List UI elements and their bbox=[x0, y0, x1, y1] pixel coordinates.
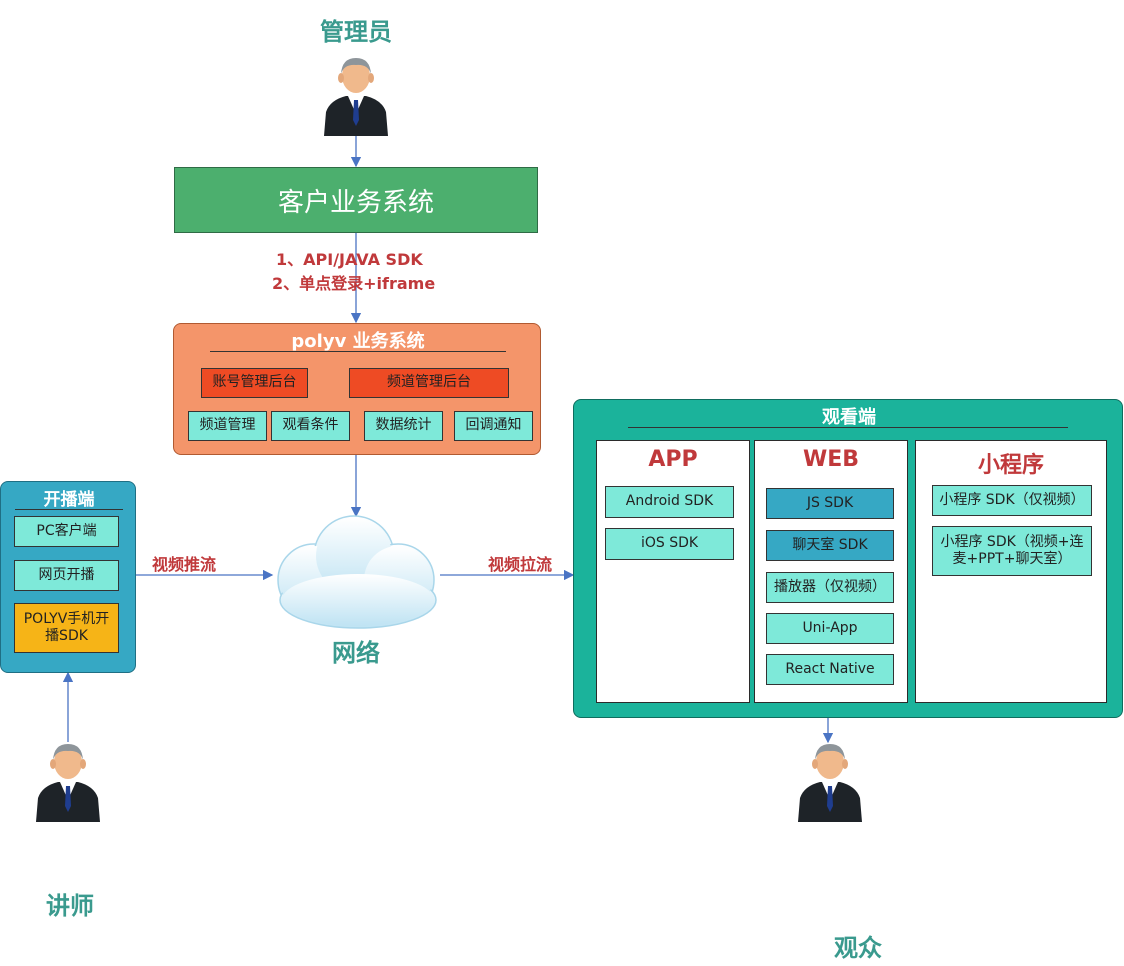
broadcast-item-mobile-sdk: POLYV手机开播SDK bbox=[14, 603, 119, 653]
businessman-icon bbox=[324, 58, 388, 136]
broadcast-panel: 开播端 PC客户端 网页开播 POLYV手机开播SDK bbox=[0, 481, 136, 673]
polyv-item-callback: 回调通知 bbox=[454, 411, 533, 441]
web-title: WEB bbox=[802, 447, 860, 472]
account-admin-box: 账号管理后台 bbox=[201, 368, 308, 398]
cloud-icon bbox=[277, 515, 437, 629]
app-item-ios: iOS SDK bbox=[605, 528, 734, 560]
viewer-panel: 观看端 APP Android SDK iOS SDK WEB JS SDK 聊… bbox=[573, 399, 1123, 718]
mini-program-title: 小程序 bbox=[977, 453, 1044, 478]
polyv-system-title: polyv 业务系统 bbox=[291, 331, 425, 352]
role-audience-label: 观众 bbox=[834, 934, 882, 962]
network-label: 网络 bbox=[332, 639, 380, 667]
broadcast-title-divider bbox=[15, 509, 123, 510]
web-column: WEB JS SDK 聊天室 SDK 播放器（仅视频） Uni-App Reac… bbox=[754, 440, 908, 703]
customer-system-box: 客户业务系统 bbox=[174, 167, 538, 233]
web-item-react-native: React Native bbox=[766, 654, 894, 685]
polyv-item-statistics: 数据统计 bbox=[364, 411, 443, 441]
viewer-title: 观看端 bbox=[822, 407, 876, 428]
polyv-title-divider bbox=[210, 351, 506, 352]
app-title: APP bbox=[648, 447, 698, 472]
mini-program-column: 小程序 小程序 SDK（仅视频） 小程序 SDK（视频+连麦+PPT+聊天室） bbox=[915, 440, 1107, 703]
broadcast-item-web: 网页开播 bbox=[14, 560, 119, 591]
viewer-title-divider bbox=[628, 427, 1068, 428]
mini-item-video-only: 小程序 SDK（仅视频） bbox=[932, 485, 1092, 516]
polyv-item-view-condition: 观看条件 bbox=[271, 411, 350, 441]
businessman-icon bbox=[798, 744, 862, 822]
broadcast-title: 开播端 bbox=[43, 490, 95, 510]
integration-line-1: 1、API/JAVA SDK bbox=[276, 250, 423, 269]
role-teacher-label: 讲师 bbox=[46, 892, 94, 920]
app-column: APP Android SDK iOS SDK bbox=[596, 440, 750, 703]
polyv-item-channel: 频道管理 bbox=[188, 411, 267, 441]
polyv-system-panel: polyv 业务系统 账号管理后台 频道管理后台 频道管理 观看条件 数据统计 … bbox=[173, 323, 541, 455]
role-admin-label: 管理员 bbox=[320, 18, 392, 46]
app-item-android: Android SDK bbox=[605, 486, 734, 518]
edge-pull-label: 视频拉流 bbox=[488, 555, 553, 574]
web-item-js-sdk: JS SDK bbox=[766, 488, 894, 519]
channel-admin-box: 频道管理后台 bbox=[349, 368, 509, 398]
businessman-icon bbox=[36, 744, 100, 822]
customer-system-label: 客户业务系统 bbox=[277, 187, 434, 218]
web-item-player: 播放器（仅视频） bbox=[766, 572, 894, 603]
integration-line-2: 2、单点登录+iframe bbox=[272, 274, 436, 293]
edge-push-label: 视频推流 bbox=[152, 555, 217, 574]
web-item-uniapp: Uni-App bbox=[766, 613, 894, 644]
mini-item-full: 小程序 SDK（视频+连麦+PPT+聊天室） bbox=[932, 526, 1092, 576]
broadcast-item-pc: PC客户端 bbox=[14, 516, 119, 547]
web-item-chat-sdk: 聊天室 SDK bbox=[766, 530, 894, 561]
